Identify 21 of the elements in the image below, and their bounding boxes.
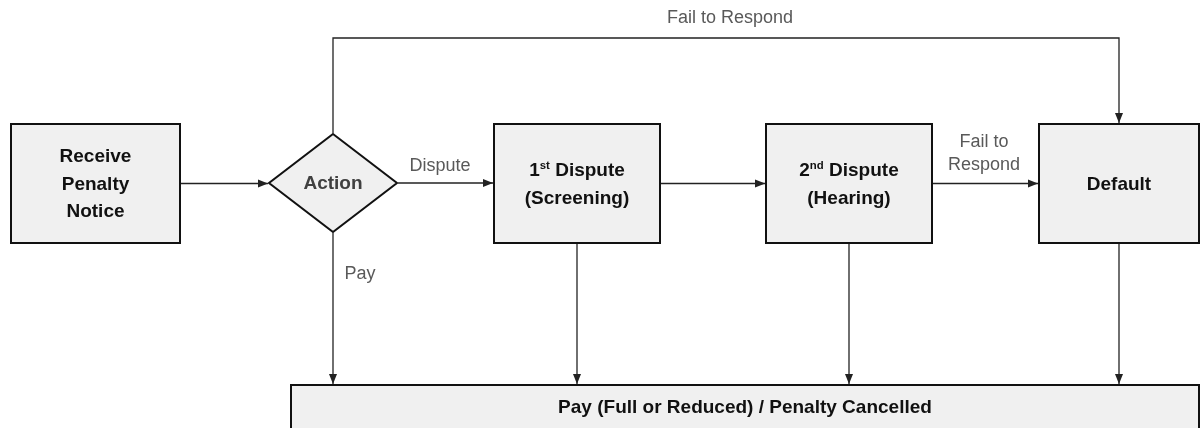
- arrow: [180, 179, 269, 188]
- outcome-bar: [290, 384, 1200, 428]
- decision-diamond: [268, 133, 398, 233]
- arrow: [329, 232, 337, 385]
- node-label: Default: [1086, 171, 1152, 196]
- arrow: [1115, 243, 1123, 385]
- node-label: Action: [303, 171, 363, 196]
- process-box: [765, 123, 933, 244]
- node-label: Receive Penalty Notice: [58, 144, 133, 224]
- process-box: [10, 123, 181, 244]
- node-label: Pay (Full or Reduced) / Penalty Cancelled: [558, 395, 932, 419]
- node-label: 2$^{nd}$ Dispute (Hearing): [798, 157, 900, 210]
- arrow: [845, 243, 853, 385]
- process-box: [493, 123, 661, 244]
- arrow: [397, 179, 494, 187]
- arrow: [573, 243, 581, 385]
- process-box: [1038, 123, 1200, 244]
- arrow: [332, 37, 1123, 134]
- arrow: [660, 179, 766, 188]
- arrow: [932, 179, 1039, 188]
- node-label: 1$^{st}$ Dispute (Screening): [523, 157, 631, 210]
